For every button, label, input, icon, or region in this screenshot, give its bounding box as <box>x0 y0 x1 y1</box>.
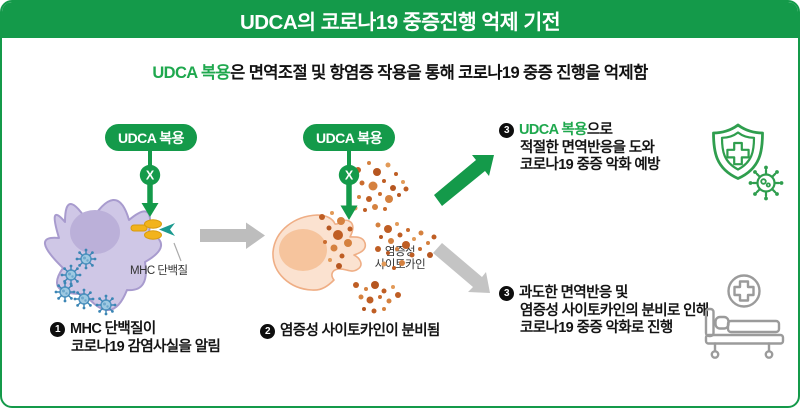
subtitle: UDCA 복용은 면역조절 및 항염증 작용을 통해 코로나19 중증 진행을 … <box>2 59 798 83</box>
svg-text:X: X <box>146 169 155 183</box>
subtitle-rest: 은 면역조절 및 항염증 작용을 통해 코로나19 중증 진행을 억제함 <box>230 64 648 82</box>
mhc-protein-icon <box>130 219 175 240</box>
bed-pillow <box>714 315 730 330</box>
bed-blanket <box>726 319 781 334</box>
cell-nucleus <box>279 229 327 271</box>
step-number-badge: 3 <box>499 286 514 302</box>
dendritic-cell-illustration <box>44 199 175 311</box>
bed-wheel <box>764 350 774 359</box>
page-title: UDCA의 코로나19 중증진행 억제 기전 <box>239 11 561 34</box>
udca-pill-middle: UDCA 복용 <box>303 124 395 151</box>
hospital-bed-icon <box>704 274 785 359</box>
step-number-badge: 2 <box>260 324 275 340</box>
step-number-badge: 1 <box>50 322 65 338</box>
virus-icon-green <box>748 165 784 201</box>
bed-headboard <box>704 307 715 338</box>
medical-cross-circle <box>727 274 761 308</box>
antigen-icon <box>159 223 175 236</box>
shield-protection-icon <box>712 123 784 201</box>
right-arrow-icon <box>200 222 265 249</box>
medical-cross-icon <box>733 280 755 302</box>
header-bar: UDCA의 코로나19 중증진행 억제 기전 <box>2 2 798 38</box>
bed-rail <box>704 333 785 345</box>
cell-nucleus <box>70 210 120 254</box>
medical-cross-icon <box>726 141 750 166</box>
mhc-protein-label: MHC 단백질 <box>130 265 188 277</box>
down-right-arrow-icon <box>433 243 490 293</box>
step-number-badge: 3 <box>499 123 514 139</box>
svg-text:X: X <box>345 169 354 183</box>
subtitle-highlight: UDCA 복용 <box>152 64 231 82</box>
bed-wheel <box>710 350 720 359</box>
x-block-icon <box>338 164 360 186</box>
cytokine-label: 염증성 사이토카인 <box>374 246 426 271</box>
up-right-arrow-icon <box>434 155 494 206</box>
shield-inner-outline <box>720 131 756 171</box>
udca-pill-left: UDCA 복용 <box>105 124 197 151</box>
shield-outline <box>712 123 764 180</box>
